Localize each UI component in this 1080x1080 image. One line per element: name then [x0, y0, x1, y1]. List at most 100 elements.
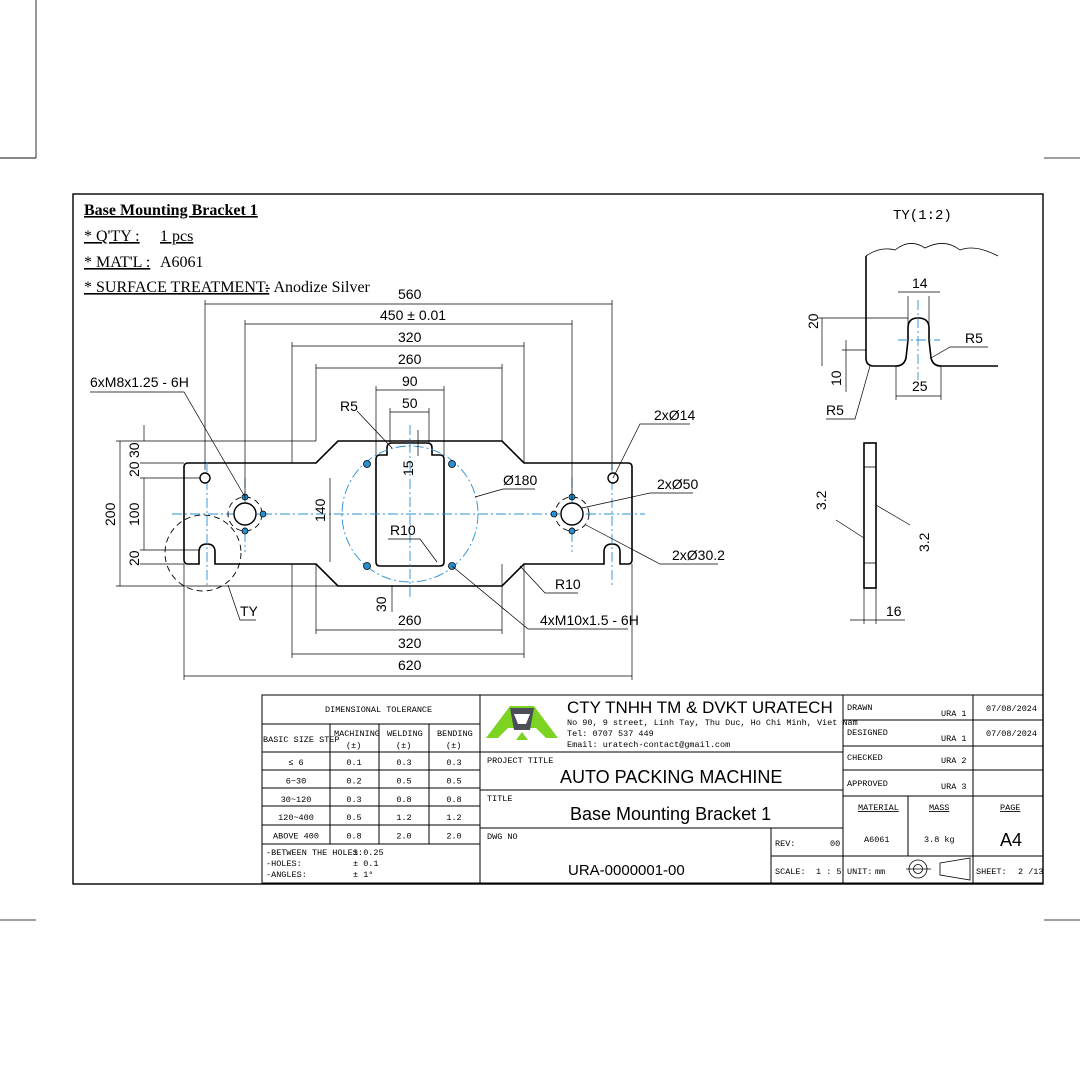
svg-text:90: 90: [402, 373, 418, 389]
tolerance-cell: 0.3: [446, 758, 461, 768]
side-view: 16 3.2 3.2: [813, 442, 932, 624]
svg-text:Tel: 0707 537 449: Tel: 0707 537 449: [567, 729, 654, 739]
svg-text:REV:: REV:: [775, 839, 795, 849]
crop-marks: [0, 0, 1080, 921]
svg-text:14: 14: [912, 275, 928, 291]
svg-text:APPROVED: APPROVED: [847, 779, 888, 789]
tolerance-cell: 2.0: [446, 832, 461, 842]
inner-radius-callout: R10: [390, 522, 416, 538]
svg-text:mm: mm: [875, 867, 885, 877]
svg-text:CHECKED: CHECKED: [847, 753, 883, 763]
tolerance-cell: 2.0: [396, 832, 411, 842]
tolerance-cell: 0.3: [346, 795, 361, 805]
svg-text:A6061: A6061: [864, 835, 890, 845]
svg-text:Email: uratech-contact@gmail.c: Email: uratech-contact@gmail.com: [567, 740, 730, 750]
svg-text:DESIGNED: DESIGNED: [847, 728, 888, 738]
tap-m8-callout: 6xM8x1.25 - 6H: [90, 374, 189, 390]
svg-text:MASS: MASS: [929, 803, 949, 813]
tap-m10-callout: 4xM10x1.5 - 6H: [540, 612, 639, 628]
qty-value: 1 pcs: [160, 228, 193, 245]
part-notes: Base Mounting Bracket 1 * Q'TY : 1 pcs *…: [84, 202, 371, 296]
tolerance-cell: 0.3: [396, 758, 411, 768]
svg-text:URA 1: URA 1: [941, 734, 967, 744]
svg-text:20: 20: [126, 461, 142, 477]
svg-text:DWG NO: DWG NO: [487, 832, 518, 842]
tolerance-cell: 0.5: [346, 813, 361, 823]
tolerance-cell: 0.5: [396, 776, 411, 786]
tolerance-cell: 0.8: [446, 795, 461, 805]
svg-text:320: 320: [398, 635, 422, 651]
svg-text:PROJECT TITLE: PROJECT TITLE: [487, 756, 553, 766]
tolerance-cell: 0.2: [346, 776, 361, 786]
tolerance-note-label: -ANGLES:: [266, 870, 307, 880]
hole-d50-right: [560, 502, 584, 526]
tolerance-cell: 0.1: [346, 758, 361, 768]
svg-text:620: 620: [398, 657, 422, 673]
svg-text:15: 15: [400, 460, 416, 476]
svg-text:3.2: 3.2: [813, 490, 829, 510]
svg-text:50: 50: [402, 395, 418, 411]
company-logo: [486, 706, 558, 740]
tolerance-note-value: ± 0.25: [353, 848, 384, 858]
drawing-title: Base Mounting Bracket 1: [570, 804, 771, 824]
drawing-frame: [72, 193, 1044, 885]
hole-d302-callout: 2xØ30.2: [672, 547, 725, 563]
tolerance-cell: 0.8: [396, 795, 411, 805]
projection-symbol: [906, 857, 971, 881]
tolerance-note-label: -BETWEEN THE HOLES:: [266, 848, 363, 858]
center-pocket: [375, 442, 445, 567]
tolerance-cell: 120~400: [278, 813, 314, 823]
tolerance-header: WELDING: [387, 729, 423, 739]
detail-ref-label: TY: [240, 603, 259, 619]
bolt-circle: [341, 445, 479, 583]
svg-text:20: 20: [126, 550, 142, 566]
material-value: A6061: [160, 254, 204, 271]
svg-text:SHEET:: SHEET:: [976, 867, 1007, 877]
svg-text:30: 30: [373, 596, 389, 612]
svg-text:00: 00: [830, 839, 840, 849]
svg-text:(±): (±): [446, 741, 461, 751]
svg-text:30: 30: [126, 442, 142, 458]
tolerance-cell: 0.8: [346, 832, 361, 842]
svg-text:R5: R5: [965, 330, 983, 346]
hole-d14-left: [199, 472, 211, 484]
svg-text:TITLE: TITLE: [487, 794, 513, 804]
svg-text:(±): (±): [396, 741, 411, 751]
svg-text:DIMENSIONAL TOLERANCE: DIMENSIONAL TOLERANCE: [325, 705, 432, 715]
page-size: A4: [1000, 830, 1022, 850]
qty-label: * Q'TY :: [84, 228, 140, 245]
detail-view: TY(1:2) 14 20 10 25 R5 R5: [805, 208, 999, 420]
corner-radius-callout: R10: [555, 576, 581, 592]
plate-outline: [183, 440, 633, 587]
tolerance-cell: 0.5: [446, 776, 461, 786]
svg-text:260: 260: [398, 612, 422, 628]
tolerance-header: BENDING: [437, 729, 473, 739]
svg-text:URA 2: URA 2: [941, 756, 967, 766]
svg-text:200: 200: [102, 502, 118, 526]
tolerance-note-label: -HOLES:: [266, 859, 302, 869]
tolerance-cell: 1.2: [396, 813, 411, 823]
main-view: TY 560 450 ± 0.01 320 260 90: [90, 286, 725, 680]
svg-text:2 /13: 2 /13: [1018, 867, 1044, 877]
company-name: CTY TNHH TM & DVKT URATECH: [567, 698, 833, 717]
svg-text:3.2: 3.2: [916, 532, 932, 552]
svg-text:07/08/2024: 07/08/2024: [986, 729, 1037, 739]
svg-text:SCALE:: SCALE:: [775, 867, 806, 877]
svg-text:140: 140: [312, 498, 328, 522]
callouts: 6xM8x1.25 - 6H 2xØ14 Ø180 2xØ50 2xØ30.2 …: [90, 374, 725, 630]
left-dimensions: 200 100 20 30 20 140 30: [102, 425, 393, 612]
tolerance-cell: ≤ 6: [288, 758, 303, 768]
svg-text:10: 10: [828, 370, 844, 386]
svg-text:MATERIAL: MATERIAL: [858, 803, 899, 813]
tolerance-cell: 6~30: [286, 776, 306, 786]
part-name: Base Mounting Bracket 1: [84, 202, 258, 219]
surface-label: * SURFACE TREATMENT:: [84, 279, 269, 296]
svg-text:DRAWN: DRAWN: [847, 703, 873, 713]
svg-text:560: 560: [398, 286, 422, 302]
svg-text:260: 260: [398, 351, 422, 367]
detail-callout-circle: [164, 514, 242, 592]
hole-d14-callout: 2xØ14: [654, 407, 695, 423]
svg-text:320: 320: [398, 329, 422, 345]
svg-text:BASIC SIZE STEP: BASIC SIZE STEP: [263, 735, 340, 745]
